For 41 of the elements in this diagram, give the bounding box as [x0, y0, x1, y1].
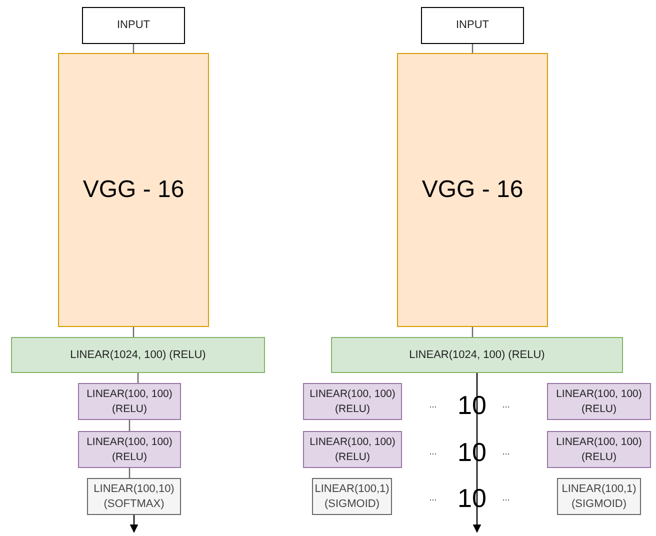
connector-line	[132, 327, 134, 337]
ellipsis-label: ...	[502, 494, 510, 502]
arrow	[130, 515, 138, 533]
layer-box	[11, 337, 265, 373]
ellipsis-label: ...	[429, 400, 437, 410]
layer-box	[331, 337, 623, 373]
layer-label: INPUT	[456, 18, 489, 34]
layer-label: LINEAR(100, 100) (RELU)	[308, 386, 396, 416]
layer-label: LINEAR(100, 100) (RELU)	[555, 386, 643, 416]
layer-label: LINEAR(100, 100) (RELU)	[555, 434, 643, 464]
layer-label: LINEAR(1024, 100) (RELU)	[70, 348, 206, 363]
ellipsis-label: ...	[502, 400, 510, 410]
ellipsis-label: ...	[502, 448, 510, 456]
network-block	[58, 53, 209, 327]
network-block	[397, 53, 548, 327]
layer-box	[547, 383, 651, 420]
layer-box	[547, 431, 651, 468]
layer-label: VGG - 16	[422, 175, 524, 205]
layer-box	[78, 431, 181, 468]
layer-box	[303, 383, 402, 420]
layer-label: LINEAR(100,10) (SOFTMAX)	[92, 482, 176, 512]
layer-label: LINEAR(100,1) (SIGMOID)	[560, 482, 638, 512]
connector-line	[472, 327, 474, 337]
ellipsis-label: ...	[429, 494, 437, 502]
ellipsis-label: ...	[429, 448, 437, 456]
layer-box	[303, 431, 402, 468]
input-box	[82, 7, 185, 44]
connector-line	[128, 468, 130, 478]
layer-label: LINEAR(100, 100) (RELU)	[86, 434, 174, 464]
layer-label: INPUT	[117, 18, 150, 34]
layer-label: VGG - 16	[82, 175, 184, 205]
input-box	[421, 7, 524, 44]
layer-label: LINEAR(1024, 100) (RELU)	[409, 348, 545, 363]
layer-box	[78, 383, 181, 420]
connector-line	[128, 420, 130, 431]
layer-box	[87, 478, 181, 515]
layer-label: LINEAR(100, 100) (RELU)	[308, 434, 396, 464]
layer-label: LINEAR(100, 100) (RELU)	[86, 386, 174, 416]
arrow	[472, 373, 482, 533]
layer-label: LINEAR(100,1) (SIGMOID)	[314, 482, 390, 512]
connector-line	[137, 373, 139, 383]
